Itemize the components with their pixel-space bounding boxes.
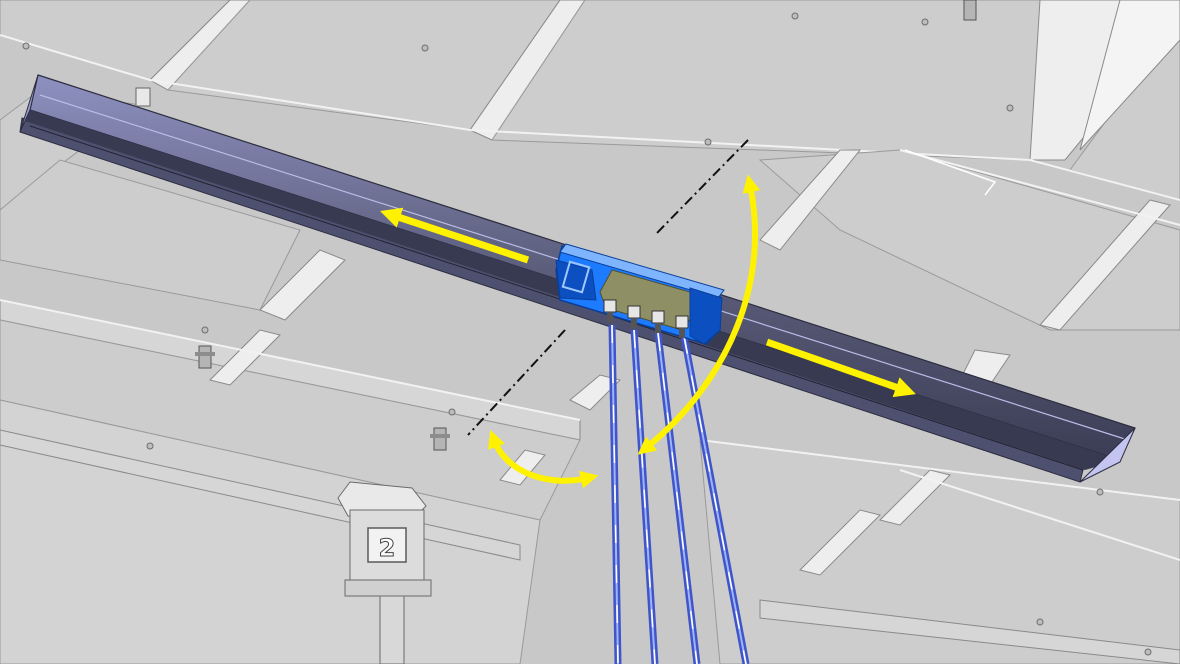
bolt-fixture-center bbox=[430, 427, 450, 451]
screw-2 bbox=[421, 44, 429, 52]
edge-mid-1 bbox=[899, 149, 1180, 226]
screw-11 bbox=[1144, 648, 1152, 656]
screw-12 bbox=[1036, 618, 1044, 626]
rail-groove bbox=[29, 125, 1084, 471]
rib-bottom-1 bbox=[799, 509, 881, 576]
rail-end-cap-right bbox=[1079, 427, 1136, 483]
rib-left-2 bbox=[209, 329, 281, 386]
rib-mid-1 bbox=[759, 149, 862, 251]
outline-bracket bbox=[904, 149, 997, 196]
motion-arrows bbox=[380, 174, 916, 489]
post-label-plate bbox=[367, 527, 407, 563]
edge-left-1 bbox=[0, 299, 581, 421]
curved-arrow-horizontal bbox=[488, 429, 599, 489]
bolt-fixture-top bbox=[963, 0, 977, 21]
screw-7 bbox=[201, 326, 209, 334]
rib-left-1 bbox=[259, 249, 346, 321]
pivot-axis-lower bbox=[467, 329, 566, 436]
rib-top-1 bbox=[149, 0, 251, 91]
curved-arrow-vertical bbox=[637, 174, 761, 455]
rib-bottom-right bbox=[759, 599, 1180, 664]
rib-top-2 bbox=[469, 0, 586, 141]
rail-end-plate-left bbox=[135, 87, 151, 107]
edge-bottom-2 bbox=[899, 469, 1180, 561]
screw-8 bbox=[448, 408, 456, 416]
rib-mid-2 bbox=[1039, 199, 1171, 331]
station-post: 2 bbox=[337, 481, 432, 664]
screw-4 bbox=[1006, 104, 1014, 112]
edge-top-1 bbox=[0, 34, 1180, 201]
screw-9 bbox=[146, 442, 154, 450]
arrow-left bbox=[380, 207, 530, 264]
panel-left-a bbox=[0, 159, 301, 311]
cable-2-stripe bbox=[633, 329, 656, 664]
cable-1-stripe bbox=[611, 324, 619, 664]
arrow-right bbox=[765, 338, 916, 398]
connector-1 bbox=[603, 299, 617, 322]
screw-6 bbox=[791, 12, 799, 20]
screw-3 bbox=[704, 138, 712, 146]
end-cap-left bbox=[555, 259, 597, 301]
corner-bracket bbox=[1079, 0, 1180, 151]
rib-mid-4 bbox=[569, 374, 621, 411]
screw-10 bbox=[1096, 488, 1104, 496]
bolt-fixture-left bbox=[195, 345, 215, 369]
rib-bottom-2 bbox=[879, 469, 951, 526]
screw-5 bbox=[921, 18, 929, 26]
rail-end-cap-left bbox=[19, 74, 39, 133]
end-cap-left-detail bbox=[561, 260, 591, 294]
post-base bbox=[344, 579, 432, 597]
post-stem bbox=[379, 595, 405, 664]
station-number: 2 bbox=[379, 534, 396, 562]
screw-1 bbox=[22, 42, 30, 50]
